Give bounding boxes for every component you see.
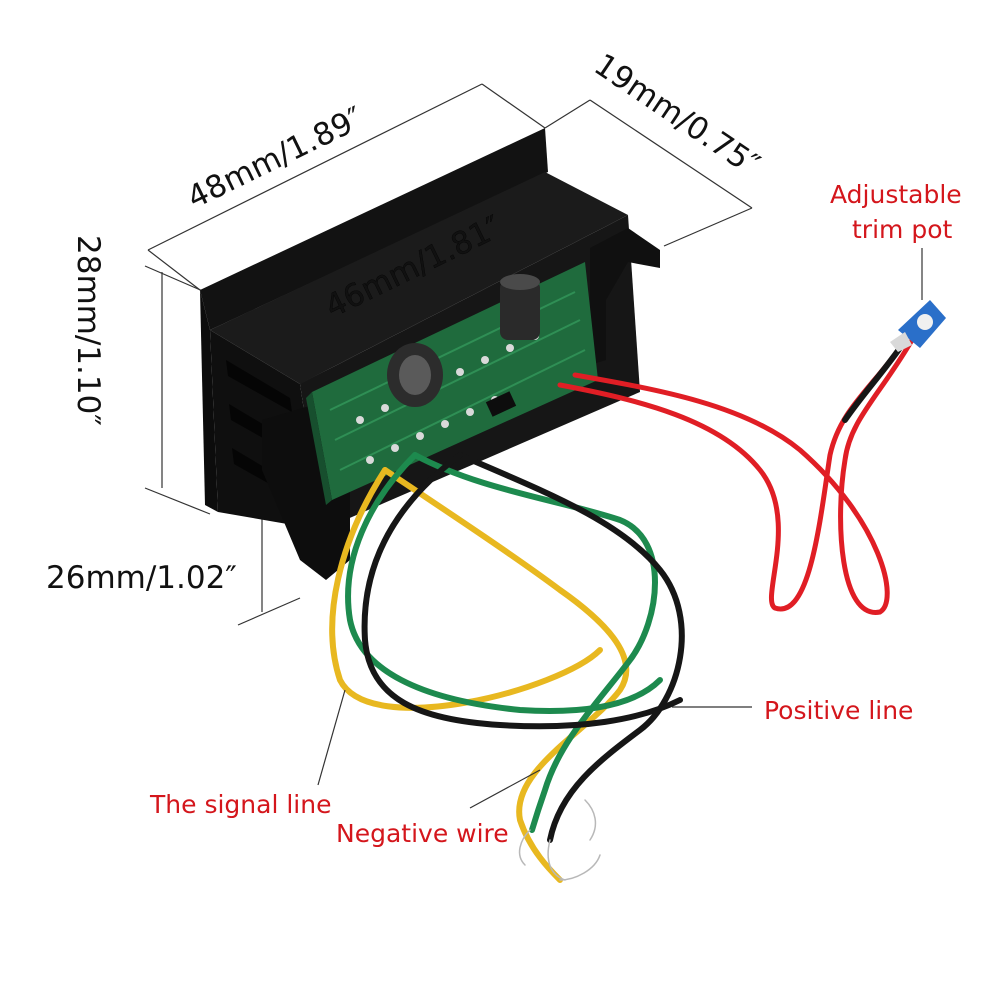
ic-chip	[485, 391, 517, 417]
capacitor	[500, 274, 540, 340]
callout-trim-pot-line1: Adjustable	[830, 180, 962, 209]
callout-negative-wire: Negative wire	[336, 819, 509, 848]
yellow-wire	[382, 467, 630, 883]
green-wire	[412, 452, 658, 833]
dimension-depth-label: 19mm/0.75″	[588, 47, 766, 184]
red-wire	[557, 342, 905, 612]
inductor-coil	[387, 343, 443, 407]
black-wire	[457, 452, 685, 843]
callout-signal-line: The signal line	[149, 790, 331, 819]
dimension-inner-height-label: 26mm/1.02″	[46, 560, 237, 596]
callout-leaders	[317, 248, 923, 809]
dimension-height-label: 28mm/1.10″	[70, 235, 106, 426]
callout-trim-pot-line2: trim pot	[852, 215, 952, 244]
callout-positive-line: Positive line	[764, 696, 913, 725]
trim-pot	[890, 300, 946, 352]
circuit-board	[306, 262, 598, 505]
red-wire-2	[572, 337, 915, 615]
dimension-length-label: 48mm/1.89″	[182, 100, 369, 216]
wire-bundle	[329, 337, 915, 883]
